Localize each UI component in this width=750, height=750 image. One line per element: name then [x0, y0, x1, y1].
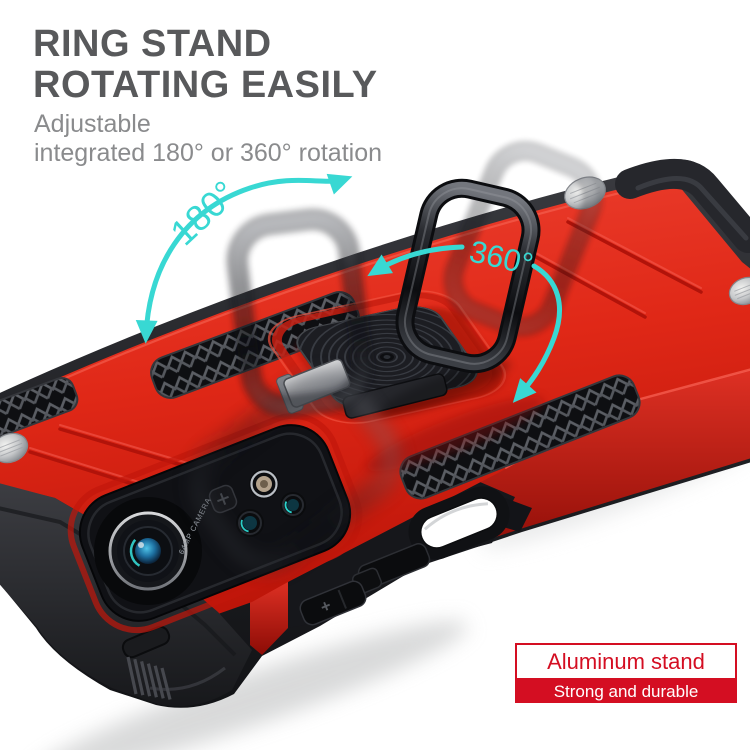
arc-arrow-180 [135, 173, 353, 344]
subheadline: Adjustable integrated 180° or 360° rotat… [34, 110, 382, 168]
macro-lens [236, 509, 264, 537]
bumper-grip-ribs [126, 656, 172, 700]
subheadline-line2: integrated 180° or 360° rotation [34, 139, 383, 167]
main-lens [94, 497, 202, 605]
tele-lens [280, 492, 306, 518]
ring-contact-shadow [379, 360, 511, 416]
headline-line1: RING STAND [33, 23, 272, 65]
headline-line2: ROTATING EASILY [33, 64, 378, 106]
ring-stand [183, 141, 603, 578]
tread-strip-left [0, 377, 79, 446]
back-grooves [28, 217, 703, 507]
case-side-red-block [250, 580, 288, 655]
subheadline-line1: Adjustable [34, 110, 151, 138]
feature-callouts: Aluminum stand Strong and durable [515, 643, 737, 703]
arc-arrow-360-right [512, 263, 563, 403]
side-controls: + [299, 486, 532, 626]
callout-aluminum-stand: Aluminum stand [515, 643, 737, 680]
callout-strong-durable: Strong and durable [515, 680, 737, 703]
power-button-cutout [408, 486, 510, 560]
headline: RING STAND ROTATING EASILY [33, 24, 378, 106]
secondary-lens [249, 469, 279, 499]
volume-button: + [299, 580, 367, 626]
plate-shadow [366, 396, 544, 472]
arc-arrow-360-left [367, 244, 465, 277]
corner-bumper-top [615, 159, 750, 253]
